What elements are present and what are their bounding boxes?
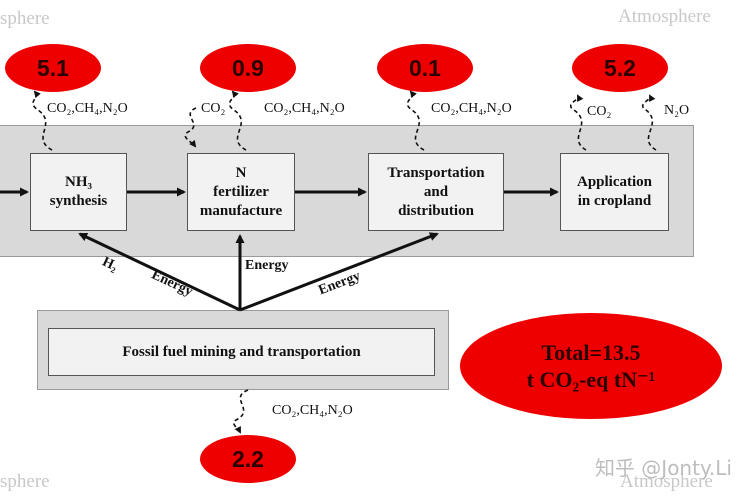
arrow-h2-to-nh3 [78,232,241,312]
application-line-1: Application [576,174,652,190]
atmosphere-label-top-right: Atmosphere [618,6,711,27]
gas-label-application-co2: CO₂ [587,104,612,119]
fossil-fuel-label: Fossil fuel mining and transportation [122,343,361,360]
transportation-distribution-box: Transportation and distribution [368,153,504,231]
gas-label-fossil: CO₂,CH₄,N₂O [272,403,353,418]
wave-transport [406,90,425,151]
emission-oval-fossil: 2.2 [200,435,296,483]
fertilizer-line-2: fertilizer [213,183,269,200]
gas-label-fertilizer-mix: CO₂,CH₄,N₂O [264,101,345,116]
transport-line-2: and [423,183,449,200]
nh3-synthesis-box: NH₃ synthesis [30,153,127,231]
gas-label-transport: CO₂,CH₄,N₂O [431,101,512,116]
wave-nh3 [32,90,53,151]
emission-oval-transport: 0.1 [377,44,473,92]
wave-fossil [233,389,249,434]
atmosphere-label-bottom-right: Atmosphere [620,471,713,492]
gas-label-fertilizer-co2: CO₂ [201,101,226,116]
transport-line-3: distribution [398,202,474,219]
fertilizer-line-1: N [235,164,247,181]
transport-line-1: Transportation [387,164,485,181]
fertilizer-line-3: manufacture [199,202,283,219]
total-unit: t CO₂-eq tN⁻¹ [526,367,656,392]
application-cropland-box: Application in cropland [560,153,669,231]
atmosphere-label-top-left: sphere [0,8,50,29]
total-emissions-oval: Total=13.5 t CO₂-eq tN⁻¹ [460,313,722,419]
application-line-2: in cropland [577,193,652,209]
total-value: Total=13.5 [541,340,641,365]
gas-label-application-n2o: N₂O [664,103,690,118]
atmosphere-label-bottom-left: sphere [0,471,50,492]
fossil-fuel-box: Fossil fuel mining and transportation [48,328,435,376]
arrow-label-energy-center: Energy [245,258,289,273]
watermark: 知乎 @Jonty.Li [594,456,732,480]
emission-oval-fertilizer: 0.9 [200,44,296,92]
emission-oval-nh3: 5.1 [5,44,101,92]
arrow-energy-to-transport [239,232,439,312]
wave-application-n2o [641,94,657,151]
nh3-line-1: NH₃ [65,174,92,190]
nh3-line-2: synthesis [49,193,108,209]
wave-fertilizer-co2-in [184,107,197,148]
wave-fertilizer-out [228,90,247,151]
gas-label-nh3: CO₂,CH₄,N₂O [47,101,128,116]
emission-oval-application: 5.2 [572,44,668,92]
wave-application-co2 [569,94,587,151]
